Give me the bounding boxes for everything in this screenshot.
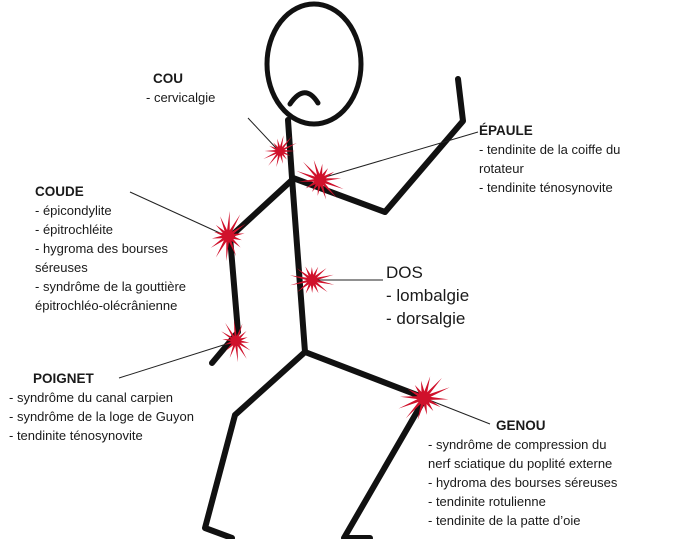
region-item: - épicondylite	[35, 201, 186, 220]
neck-torso	[288, 120, 305, 352]
region-title-genou: GENOU	[496, 416, 617, 435]
leader-cou	[248, 118, 277, 149]
left-arm	[212, 180, 292, 363]
pain-star-genou	[398, 376, 449, 420]
region-title-dos: DOS	[386, 261, 469, 284]
region-item: - tendinite de la patte d’oie	[428, 511, 617, 530]
region-title-coude: COUDE	[35, 182, 186, 201]
region-item: - syndrôme de la loge de Guyon	[9, 407, 194, 426]
region-item: - tendinite ténosynovite	[479, 178, 620, 197]
region-item: - cervicalgie	[146, 88, 215, 107]
region-title-epaule: ÉPAULE	[479, 121, 620, 140]
head	[267, 4, 361, 124]
region-item: - tendinite de la coiffe du	[479, 140, 620, 159]
region-item: - tendinite ténosynovite	[9, 426, 194, 445]
region-item: épitrochléo-olécrânienne	[35, 296, 186, 315]
pain-star-coude	[211, 211, 246, 261]
region-title-cou: COU	[153, 69, 215, 88]
pain-star-shape	[211, 211, 246, 261]
label-epaule: ÉPAULE - tendinite de la coiffe du rotat…	[479, 121, 620, 197]
region-item: rotateur	[479, 159, 620, 178]
region-item: - hydroma des bourses séreuses	[428, 473, 617, 492]
region-item: - épitrochléite	[35, 220, 186, 239]
region-item: - dorsalgie	[386, 307, 469, 330]
label-poignet: POIGNET - syndrôme du canal carpien - sy…	[9, 369, 194, 445]
region-title-poignet: POIGNET	[33, 369, 194, 388]
sad-mouth	[290, 93, 318, 104]
pain-star-shape	[398, 376, 449, 420]
region-item: - tendinite rotulienne	[428, 492, 617, 511]
region-item: - syndrôme du canal carpien	[9, 388, 194, 407]
label-dos: DOS - lombalgie - dorsalgie	[386, 261, 469, 330]
label-genou: GENOU - syndrôme de compression du nerf …	[428, 416, 617, 530]
region-item: - syndrôme de la gouttière	[35, 277, 186, 296]
region-item: - hygroma des bourses	[35, 239, 186, 258]
label-coude: COUDE - épicondylite - épitrochléite - h…	[35, 182, 186, 315]
region-item: nerf sciatique du poplité externe	[428, 454, 617, 473]
leader-epaule	[322, 132, 478, 178]
left-leg	[205, 352, 305, 538]
region-item: - lombalgie	[386, 284, 469, 307]
region-item: - syndrôme de compression du	[428, 435, 617, 454]
region-item: séreuses	[35, 258, 186, 277]
label-cou: COU - cervicalgie	[146, 69, 215, 107]
right-leg	[305, 352, 425, 538]
